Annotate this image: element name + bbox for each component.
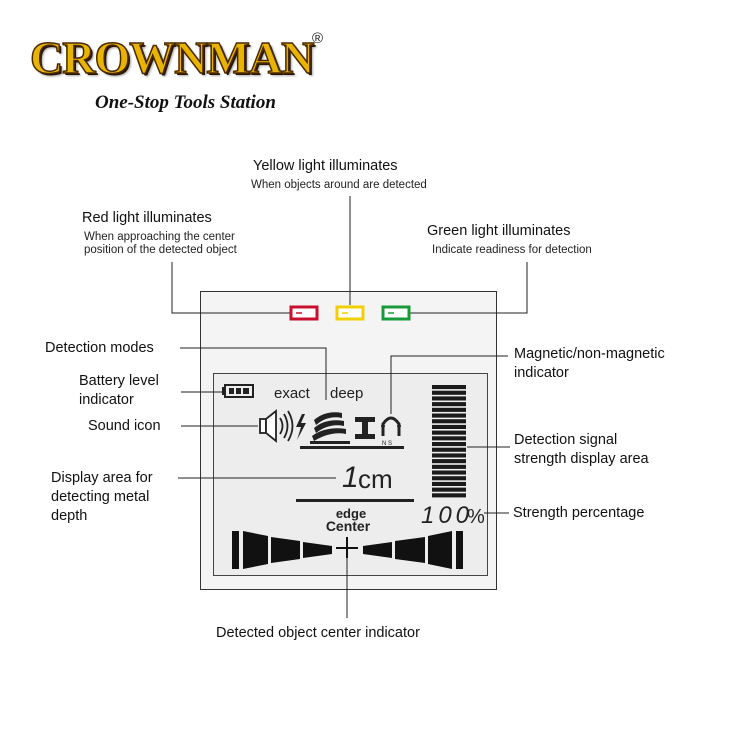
red-leader-line bbox=[171, 262, 290, 314]
signal-strength-bars bbox=[432, 385, 466, 498]
magnet-pole-letters: N S bbox=[382, 441, 392, 447]
mode-deep-label: deep bbox=[330, 385, 363, 402]
callout-magnetic-1: Magnetic/non-magnetic bbox=[514, 346, 665, 362]
signal-bar-segment bbox=[432, 385, 466, 390]
strength-value: 100 bbox=[421, 502, 470, 529]
right-wedge-1 bbox=[428, 531, 452, 569]
edge-label: edge bbox=[336, 506, 366, 521]
red-light-title: Red light illuminates bbox=[82, 210, 212, 226]
battery-icon bbox=[222, 384, 254, 398]
strength-unit: % bbox=[467, 506, 485, 528]
left-wedge-2 bbox=[271, 537, 300, 563]
right-edge-bar bbox=[456, 531, 463, 569]
crosshair-icon bbox=[336, 537, 358, 558]
signal-bar-segment bbox=[432, 487, 466, 492]
mode-exact-label: exact bbox=[274, 385, 311, 402]
green-leader-line bbox=[410, 262, 528, 314]
green-light-desc: Indicate readiness for detection bbox=[432, 244, 592, 256]
metal-layers-icon bbox=[310, 412, 350, 444]
right-wedge-3 bbox=[363, 542, 392, 558]
signal-bar-segment bbox=[432, 424, 466, 429]
callout-depth-2: detecting metal bbox=[51, 489, 150, 505]
left-wedge-1 bbox=[243, 531, 268, 569]
signal-bar-segment bbox=[432, 430, 466, 435]
signal-bar-segment bbox=[432, 470, 466, 475]
signal-bar-segment bbox=[432, 419, 466, 424]
red-light-desc-1: When approaching the center bbox=[84, 231, 235, 243]
brand-tagline: One-Stop Tools Station bbox=[95, 92, 276, 113]
callout-detection-modes: Detection modes bbox=[45, 340, 154, 356]
yellow-light-title: Yellow light illuminates bbox=[253, 158, 398, 174]
callout-depth-1: Display area for bbox=[51, 470, 153, 486]
signal-bar-segment bbox=[432, 459, 466, 464]
signal-bar-segment bbox=[432, 464, 466, 469]
signal-bar-segment bbox=[432, 442, 466, 447]
registered-mark: ® bbox=[312, 30, 324, 47]
callout-depth-3: depth bbox=[51, 508, 88, 524]
yellow-light-desc: When objects around are detected bbox=[251, 179, 427, 191]
green-light-title: Green light illuminates bbox=[427, 223, 571, 239]
callout-magnetic-2: indicator bbox=[514, 365, 569, 381]
i-beam-icon bbox=[355, 417, 375, 439]
leader-lines bbox=[171, 196, 528, 618]
depth-unit: cm bbox=[358, 464, 393, 494]
speaker-icon bbox=[259, 409, 294, 443]
brand-name: CROWNMAN bbox=[29, 31, 315, 84]
callout-center-indicator: Detected object center indicator bbox=[216, 625, 420, 641]
signal-bar-segment bbox=[432, 396, 466, 401]
signal-bar-segment bbox=[432, 413, 466, 418]
signal-bar-segment bbox=[432, 453, 466, 458]
signal-bar-segment bbox=[432, 407, 466, 412]
signal-bar-segment bbox=[432, 476, 466, 481]
green-light-icon bbox=[381, 305, 411, 321]
left-wedge-3 bbox=[303, 542, 332, 558]
callout-strength: Strength percentage bbox=[513, 505, 645, 521]
signal-bar-segment bbox=[432, 402, 466, 407]
depth-underline bbox=[296, 499, 414, 502]
signal-bar-segment bbox=[432, 436, 466, 441]
signal-bar-segment bbox=[432, 481, 466, 486]
indicator-lights bbox=[289, 305, 411, 321]
depth-value: 1 bbox=[342, 461, 359, 494]
modes-leader-line bbox=[180, 347, 327, 400]
center-label: Center bbox=[326, 518, 371, 534]
signal-bar-segment bbox=[432, 447, 466, 452]
signal-bar-segment bbox=[432, 390, 466, 395]
brand-logo: CROWNMAN ® bbox=[29, 30, 330, 90]
magnetic-leader-line bbox=[390, 355, 508, 414]
right-wedge-2 bbox=[395, 537, 425, 563]
lightning-icon bbox=[296, 414, 306, 440]
callout-battery-1: Battery level bbox=[79, 373, 159, 389]
callout-signal-2: strength display area bbox=[514, 451, 649, 467]
red-light-desc-2: position of the detected object bbox=[84, 244, 237, 256]
magnet-icon: N S bbox=[381, 416, 401, 447]
callout-signal-1: Detection signal bbox=[514, 432, 618, 448]
callout-sound-icon: Sound icon bbox=[88, 418, 161, 434]
left-edge-bar bbox=[232, 531, 239, 569]
callout-battery-2: indicator bbox=[79, 392, 134, 408]
yellow-light-icon bbox=[335, 305, 365, 321]
signal-bar-segment bbox=[432, 493, 466, 498]
center-indicator bbox=[232, 531, 463, 569]
icon-row-underline bbox=[300, 446, 404, 449]
red-light-icon bbox=[289, 305, 319, 321]
